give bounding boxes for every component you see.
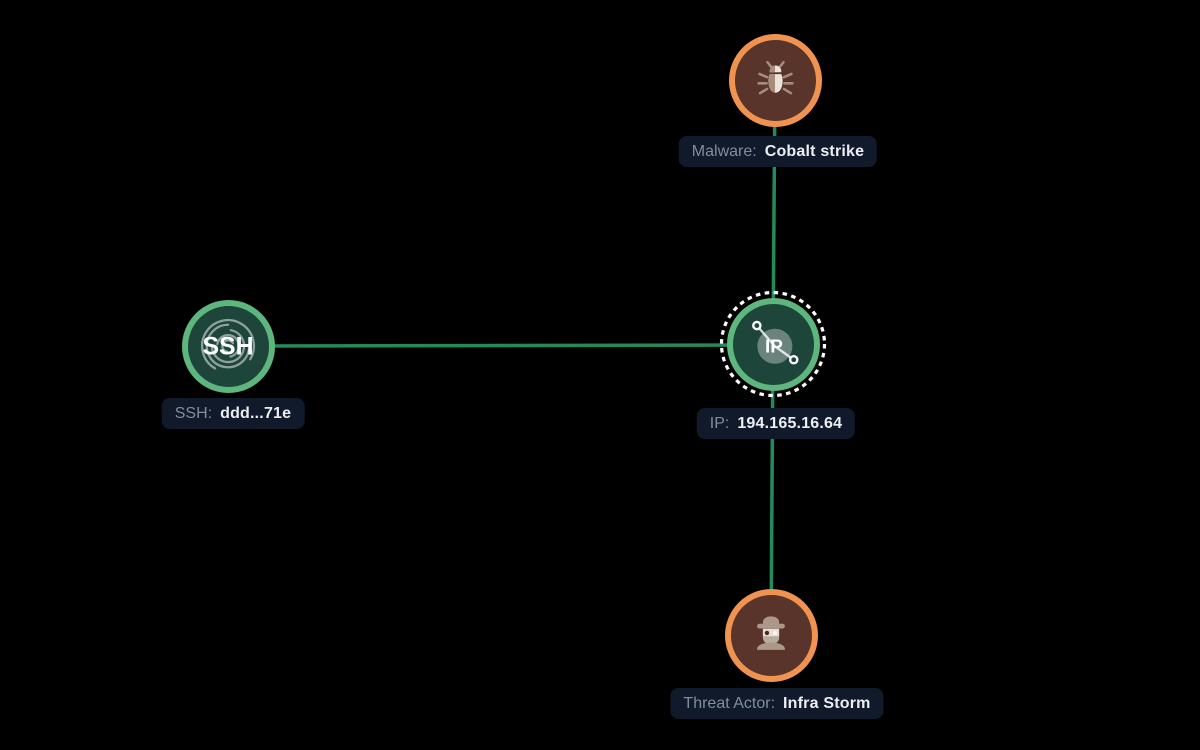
edge-ip-threat-actor[interactable] (769, 343, 775, 636)
label-key: Malware: (691, 142, 757, 160)
ip-network-icon: IP (751, 320, 799, 365)
node-label-ip[interactable]: IP: 194.165.16.64 (696, 408, 856, 439)
node-malware[interactable] (728, 33, 822, 127)
node-ip[interactable]: IP (726, 297, 820, 391)
ssh-icon-text: SSH (202, 333, 253, 360)
label-key: IP: (709, 414, 730, 432)
edge-ssh-ip[interactable] (227, 343, 774, 348)
label-value: Infra Storm (783, 694, 871, 712)
label-value: 194.165.16.64 (737, 414, 843, 432)
node-label-malware[interactable]: Malware: Cobalt strike (678, 136, 878, 167)
node-ssh[interactable]: SSH (181, 299, 275, 393)
node-label-threat-actor[interactable]: Threat Actor: Infra Storm (670, 688, 884, 719)
node-threat-actor[interactable] (724, 588, 818, 682)
label-value: ddd...71e (220, 404, 292, 422)
spy-icon (757, 616, 785, 650)
ip-icon-text: IP (765, 337, 783, 358)
selection-ring (719, 290, 827, 398)
fingerprint-icon: SSH (200, 318, 256, 374)
label-value: Cobalt strike (764, 142, 865, 160)
label-key: Threat Actor: (683, 694, 776, 712)
label-key: SSH: (174, 404, 213, 422)
bug-icon (756, 60, 794, 94)
node-label-ssh[interactable]: SSH: ddd...71e (161, 398, 305, 429)
